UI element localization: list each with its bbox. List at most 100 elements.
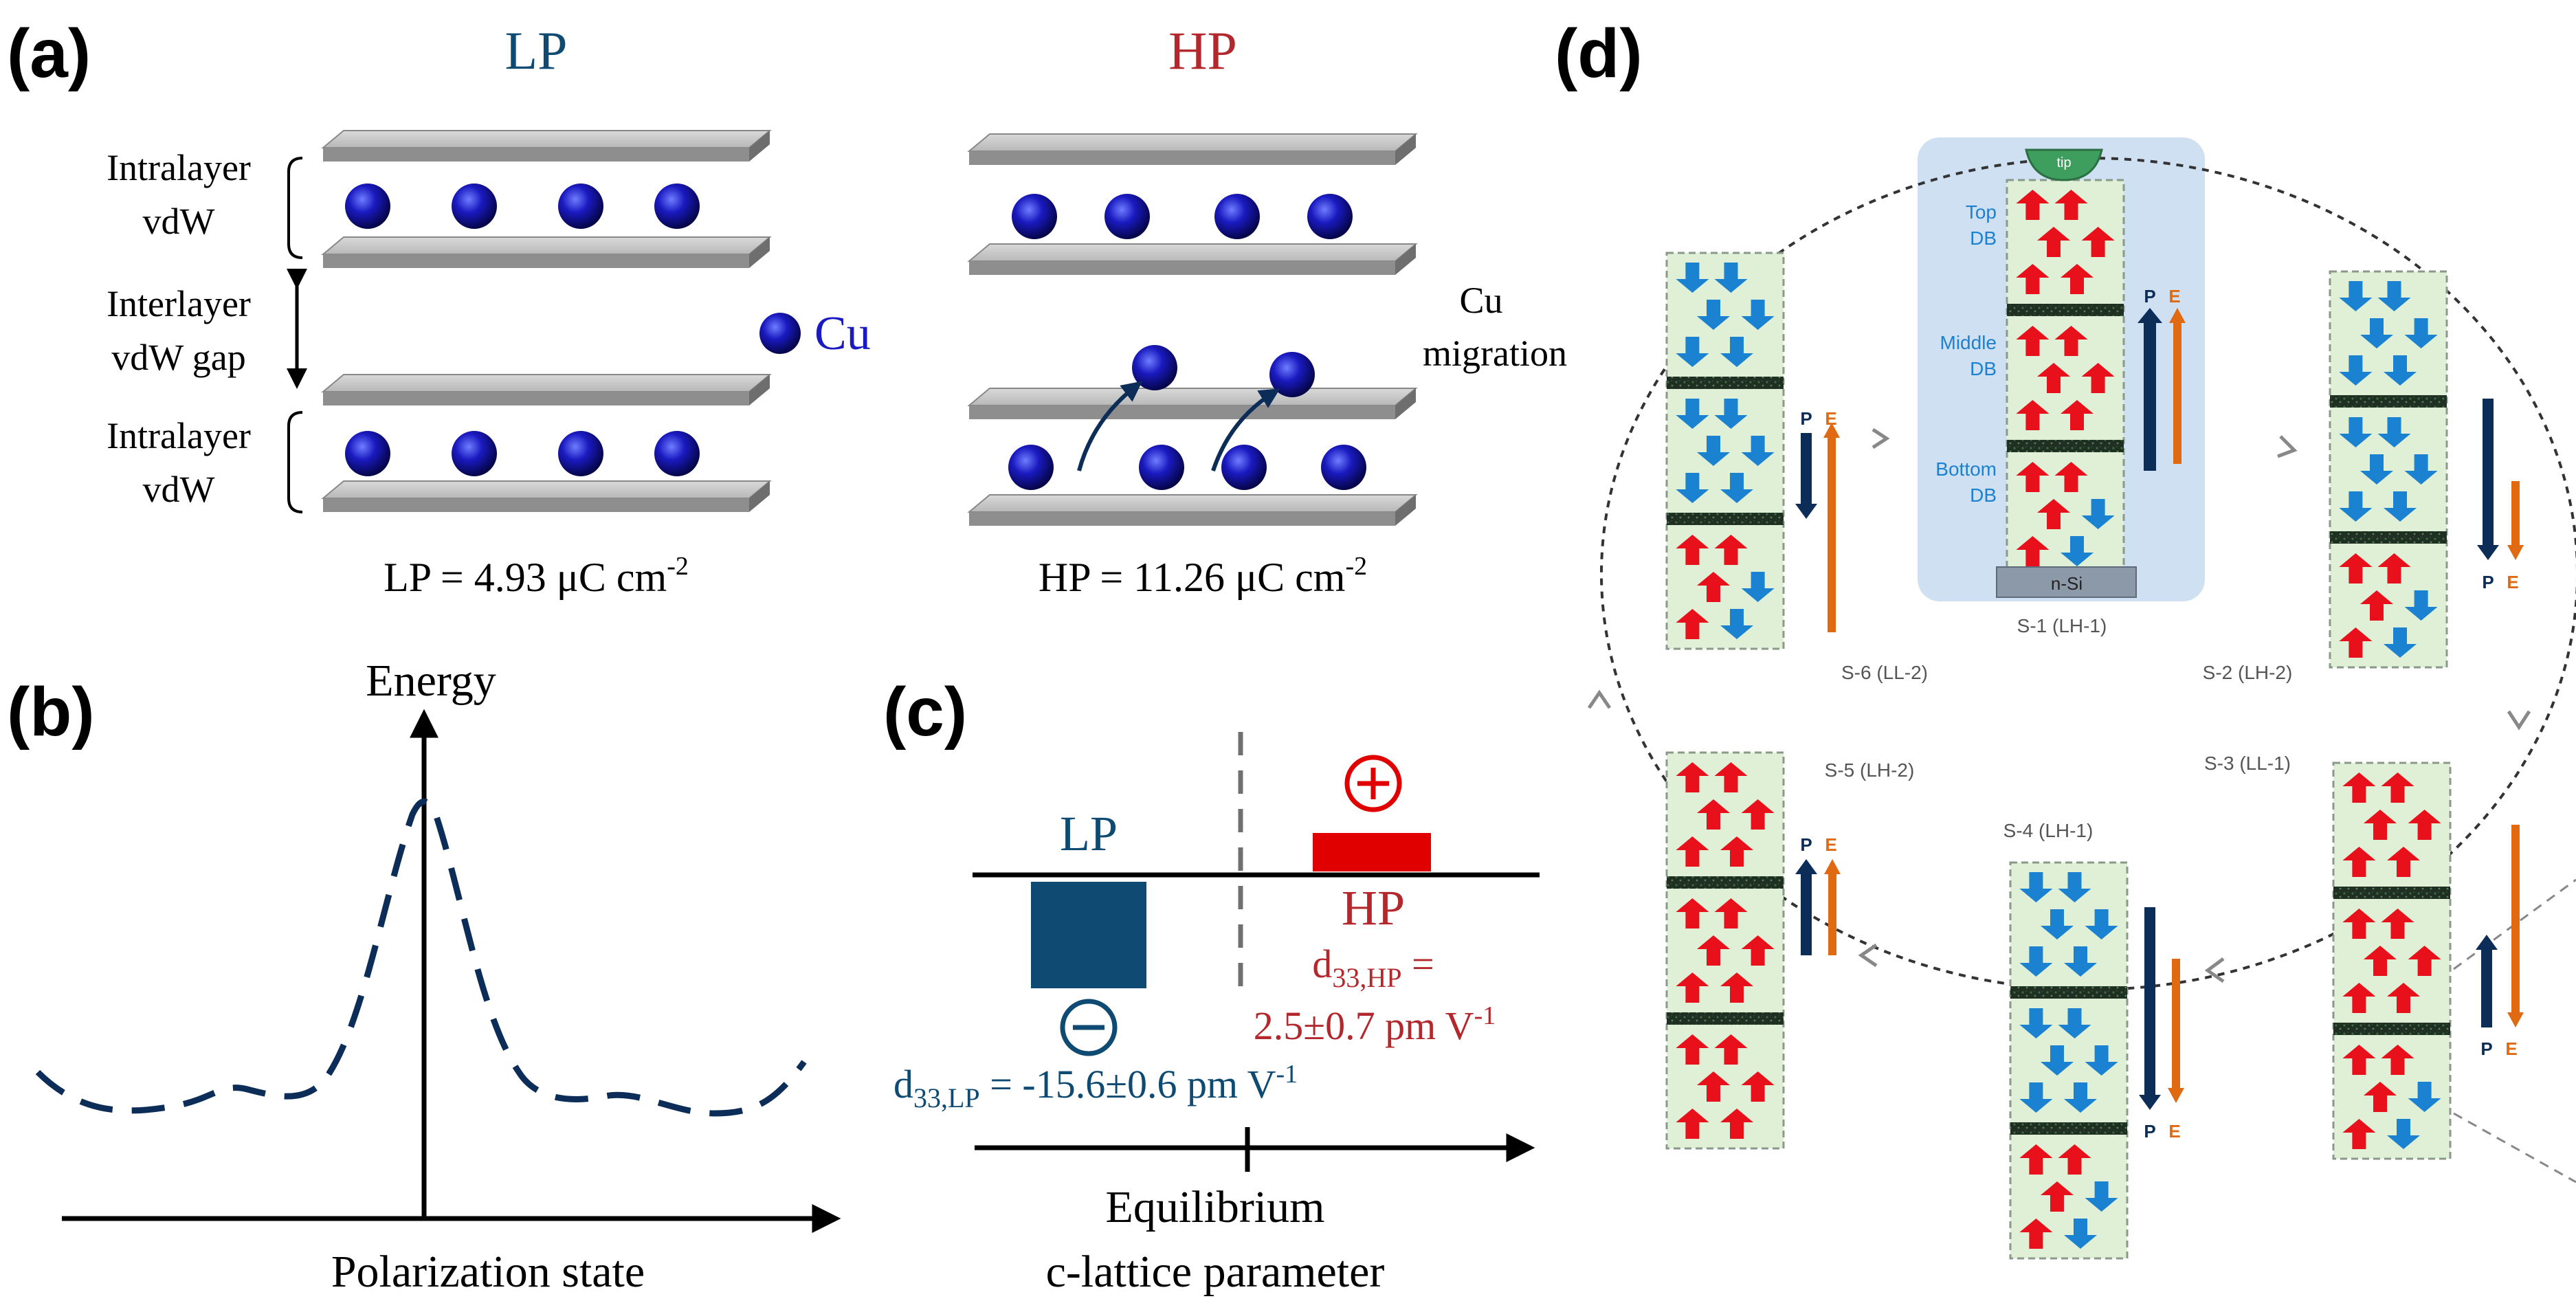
- p-vector-label: P: [2480, 1038, 2492, 1059]
- p-vector-label: P: [2144, 286, 2155, 307]
- polarization-up-arrow: [1676, 972, 1709, 1003]
- hp-bar: [1313, 833, 1431, 871]
- polarization-up-arrow: [2054, 326, 2088, 356]
- lp-plate-1: [321, 130, 772, 162]
- substrate-label: n-Si: [2051, 573, 2083, 594]
- polarization-down-arrow: [1741, 436, 1775, 466]
- column-s4: [2009, 861, 2129, 1260]
- hp-polarization-value: HP = 11.26 μC cm-2: [1039, 552, 1367, 600]
- intralayer-bottom-bracket: [287, 411, 303, 513]
- polarization-down-arrow: [1741, 572, 1775, 602]
- polarization-up-arrow: [2037, 499, 2070, 529]
- cu-atom: [452, 184, 497, 229]
- hp-title: HP: [1168, 21, 1237, 80]
- polarization-down-arrow: [2339, 491, 2373, 522]
- d33-hp-line2: 2.5±0.7 pm V-1: [1254, 1001, 1496, 1048]
- polarization-down-arrow: [2019, 1008, 2053, 1038]
- polarization-vector-p: [1795, 433, 1817, 519]
- cu-atom: [654, 184, 700, 229]
- lp-layer-stack: [321, 130, 772, 512]
- middle-db-label-1: Middle: [1940, 332, 1997, 353]
- cu-legend-label: Cu: [814, 307, 871, 360]
- cycle-direction-chevron: [1858, 943, 1878, 968]
- c-x-label-1: Equilibrium: [1106, 1182, 1325, 1232]
- polarization-up-arrow: [2342, 1045, 2376, 1075]
- domain-wall: [1667, 1012, 1784, 1025]
- p-vector-label: P: [2482, 572, 2494, 592]
- column-s5: [1665, 751, 1785, 1150]
- p-vector-label: P: [1800, 408, 1812, 429]
- cu-atom: [654, 431, 700, 476]
- polarization-down-arrow: [1676, 399, 1709, 429]
- polarization-down-arrow: [2384, 355, 2417, 386]
- energy-curve: [35, 798, 807, 1117]
- polarization-up-arrow: [1676, 609, 1709, 639]
- polarization-vector-p: [2476, 935, 2498, 1027]
- interlayer-label-2: vdW gap: [111, 337, 245, 378]
- polarization-down-arrow: [2058, 1008, 2091, 1038]
- e-vector-label: E: [2168, 286, 2180, 307]
- top-db-label-1: Top: [1966, 201, 1997, 223]
- polarization-up-arrow: [2019, 1219, 2053, 1249]
- polarization-up-arrow: [2360, 590, 2393, 621]
- polarization-down-arrow: [2339, 355, 2373, 386]
- polarization-up-arrow: [2342, 1119, 2376, 1149]
- field-vector-e: [1824, 859, 1841, 955]
- polarization-down-arrow: [2085, 1181, 2118, 1212]
- polarization-down-arrow: [1714, 399, 1748, 429]
- cu-atom: [345, 431, 390, 476]
- polarization-up-arrow: [2061, 400, 2094, 430]
- polarization-up-arrow: [2339, 627, 2373, 658]
- polarization-down-arrow: [1720, 473, 1753, 503]
- state-label-s2: S-2 (LH-2): [2203, 662, 2293, 683]
- polarization-down-arrow: [2377, 281, 2411, 311]
- hp-plate-3: [967, 388, 1418, 419]
- c-lp-label: LP: [1060, 806, 1118, 861]
- lp-title: LP: [504, 21, 567, 80]
- polarization-up-arrow: [2408, 810, 2441, 840]
- e-vector-label: E: [1825, 834, 1836, 855]
- lp-bar: [1031, 882, 1146, 988]
- tip-label: tip: [2056, 155, 2071, 170]
- hp-plate-2: [967, 243, 1418, 275]
- state-label-s3: S-3 (LL-1): [2204, 753, 2291, 774]
- p-vector-label: P: [2144, 1121, 2155, 1142]
- polarization-down-arrow: [2339, 417, 2373, 447]
- hp-plate-4: [967, 494, 1418, 526]
- polarization-up-arrow: [1720, 836, 1753, 867]
- polarization-down-arrow: [1720, 609, 1753, 639]
- minus-circle-icon: [1060, 999, 1118, 1056]
- field-vector-e: [1823, 423, 1840, 632]
- cycle-direction-chevron: [1872, 427, 1890, 449]
- polarization-up-arrow: [1676, 836, 1709, 867]
- panel-b-label: (b): [7, 674, 95, 750]
- state-label-s5: S-5 (LH-2): [1825, 759, 1915, 781]
- polarization-up-arrow: [2342, 909, 2376, 939]
- field-vector-e: [2507, 825, 2524, 1027]
- polarization-down-arrow: [2360, 318, 2393, 348]
- polarization-up-arrow: [1720, 972, 1753, 1003]
- cu-atom-migrated: [1269, 352, 1315, 397]
- field-vector-e: [2168, 959, 2184, 1103]
- polarization-up-arrow: [2041, 1181, 2074, 1212]
- field-vector-e: [2169, 308, 2186, 464]
- polarization-down-arrow: [1676, 263, 1709, 293]
- domain-wall: [1667, 513, 1784, 525]
- polarization-down-arrow: [2064, 1219, 2097, 1249]
- zoom-guide-line: [2453, 878, 2576, 970]
- polarization-up-arrow: [1676, 1109, 1709, 1139]
- plus-circle-icon: [1344, 755, 1402, 812]
- polarization-down-arrow: [2387, 1119, 2420, 1149]
- polarization-up-arrow: [2019, 1144, 2053, 1175]
- column-s2: [2329, 270, 2448, 669]
- bottom-db-label-1: Bottom: [1935, 458, 1997, 480]
- domain-wall: [2333, 887, 2450, 899]
- polarization-up-arrow: [2408, 946, 2441, 976]
- polarization-down-arrow: [2061, 536, 2094, 566]
- domain-wall: [1667, 377, 1784, 389]
- p-vector-label: P: [1800, 834, 1812, 855]
- polarization-up-arrow: [2037, 227, 2070, 257]
- domain-wall: [2007, 304, 2124, 316]
- d33-lp-value: d33,LP = -15.6±0.6 pm V-1: [893, 1060, 1298, 1113]
- polarization-down-arrow: [2404, 454, 2438, 485]
